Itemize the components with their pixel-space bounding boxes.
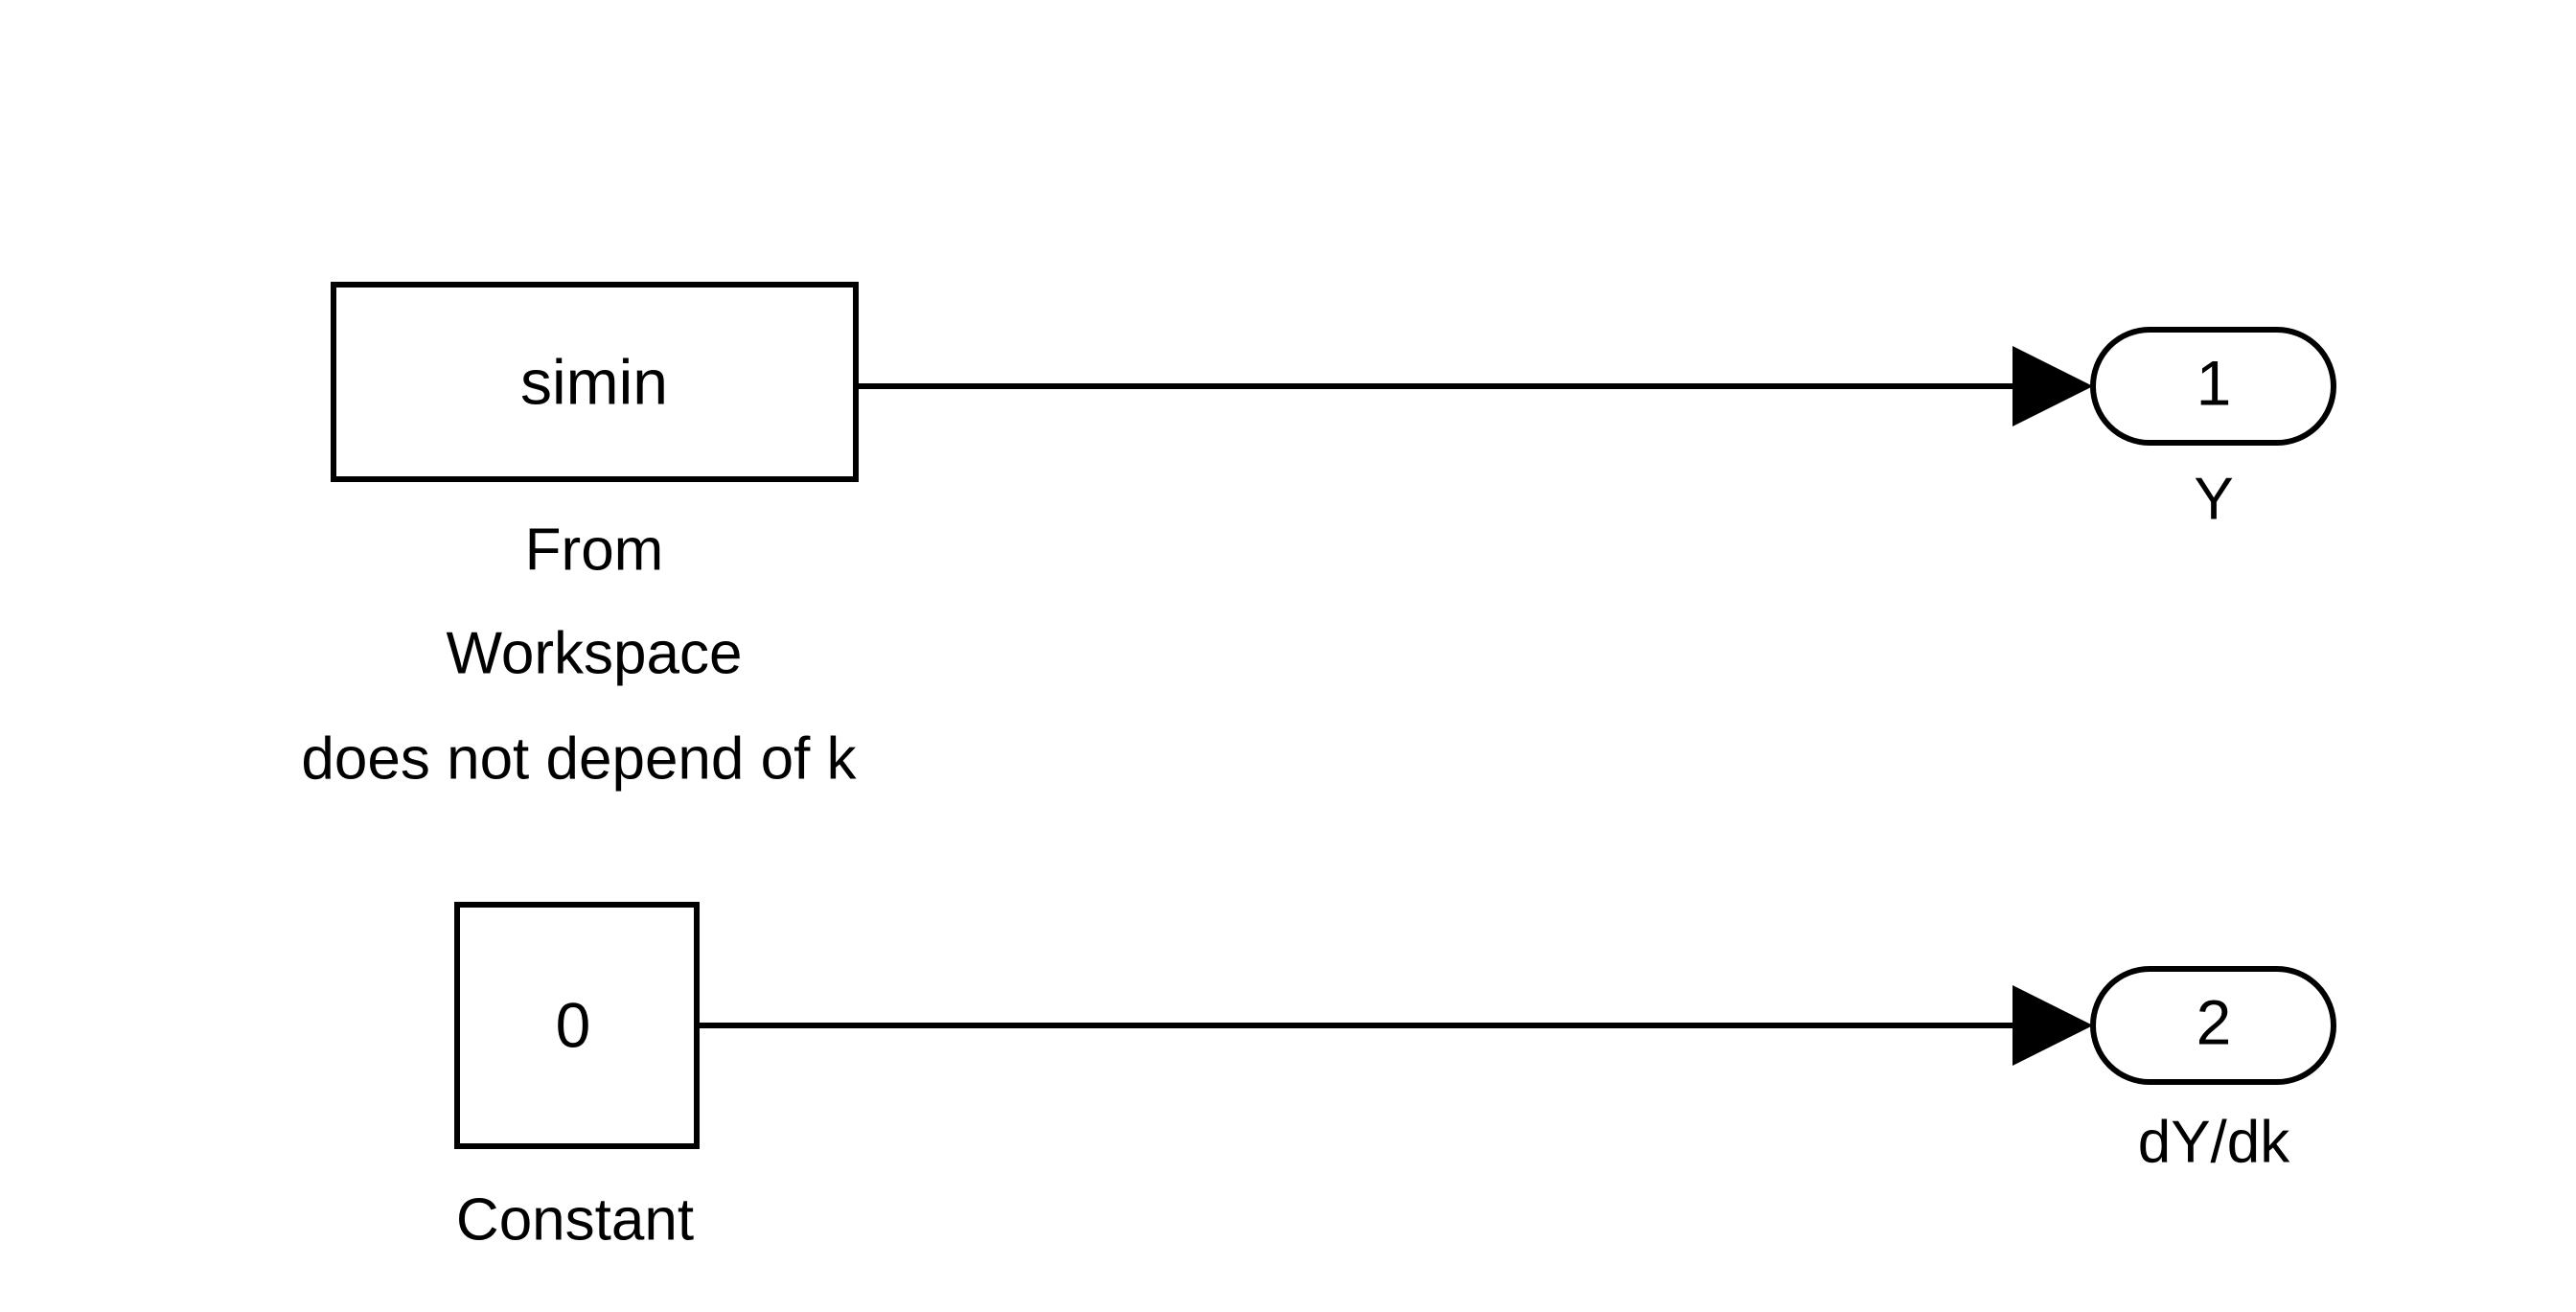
outport-2[interactable]: 2 [2090, 966, 2336, 1085]
block-body [454, 902, 700, 1149]
signal-simin-to-y[interactable] [856, 346, 2093, 426]
block-body [331, 282, 859, 482]
block-label-constant: Constant [456, 1186, 694, 1253]
outport-label: Y [2194, 466, 2233, 532]
outport-1[interactable]: 1 [2090, 327, 2336, 446]
block-from-workspace[interactable]: simin [331, 282, 859, 482]
block-value-text: 0 [556, 989, 591, 1060]
arrow-head-icon [2012, 985, 2093, 1066]
signal-constant-to-dydk[interactable] [697, 985, 2093, 1066]
outport-label: dY/dk [2138, 1109, 2291, 1175]
block-label-line-3: does not depend of k [301, 725, 857, 792]
outport-body [2090, 327, 2336, 446]
outport-number: 2 [2196, 986, 2232, 1057]
block-value-text: simin [520, 346, 668, 417]
block-label-line-2: Workspace [447, 620, 743, 686]
block-label-line-1: Constant [456, 1186, 694, 1253]
outport-number: 1 [2196, 347, 2232, 418]
block-label-from-workspace: From Workspace does not depend of k [301, 517, 857, 792]
outport-body [2090, 966, 2336, 1085]
block-constant[interactable]: 0 [454, 902, 700, 1149]
block-label-line-1: From [525, 517, 664, 583]
arrow-head-icon [2012, 346, 2093, 426]
